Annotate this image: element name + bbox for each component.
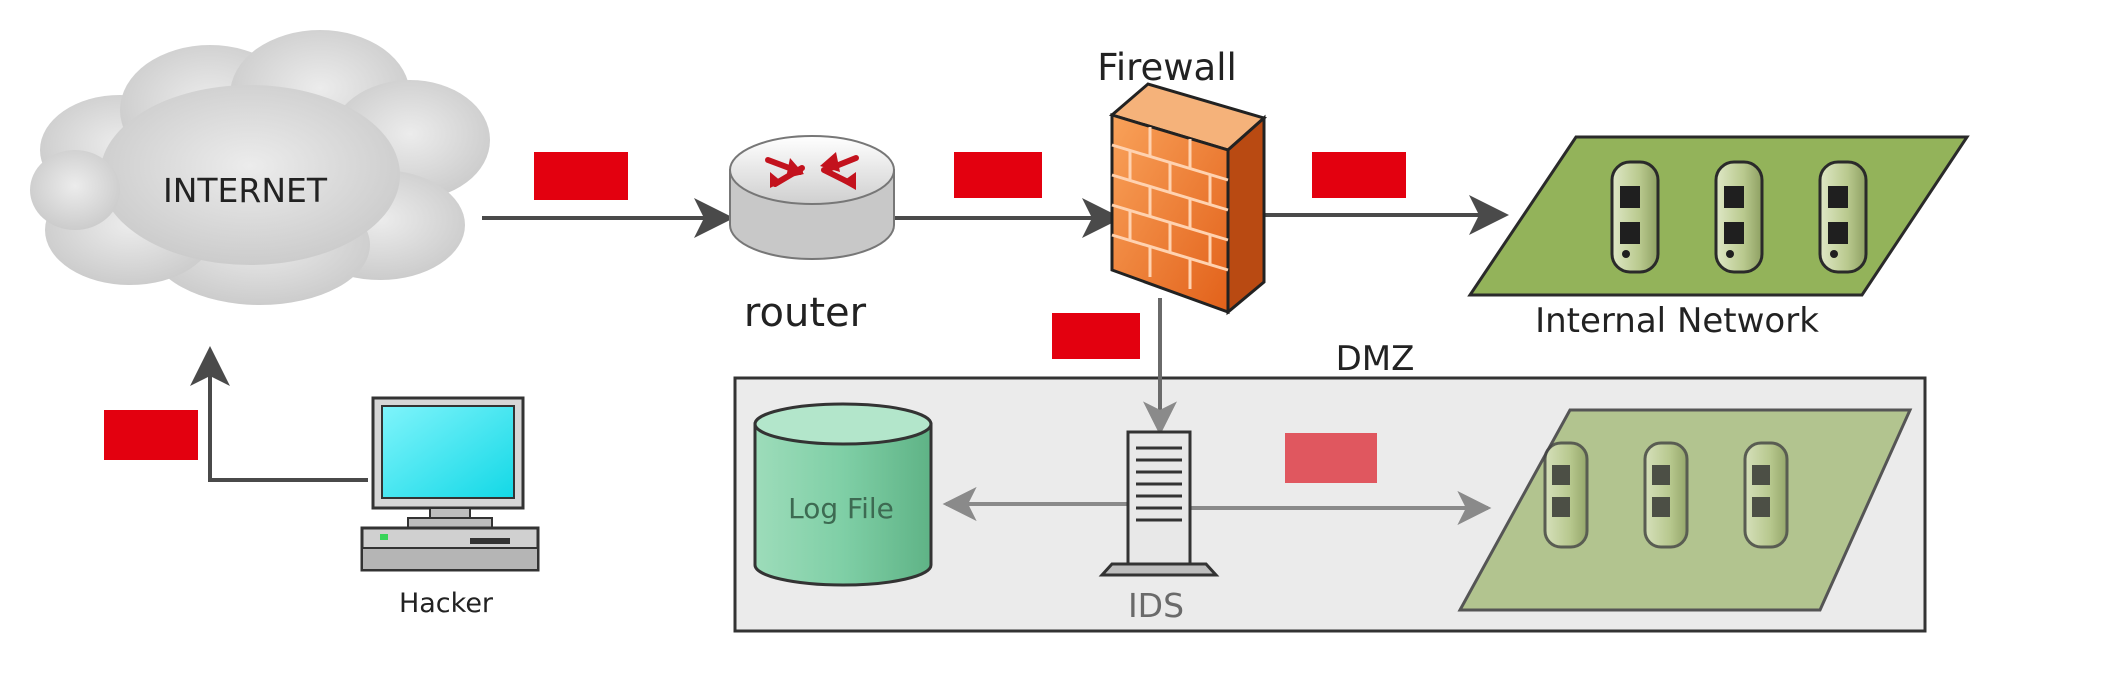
dmz-server-2-icon <box>1643 441 1689 549</box>
router-icon <box>729 135 895 260</box>
dmz-server-1-icon <box>1543 441 1589 549</box>
dmz-server-3-icon <box>1743 441 1789 549</box>
packet-hacker <box>104 410 198 460</box>
hacker-label: Hacker <box>399 588 494 619</box>
ids-label: IDS <box>1128 586 1184 625</box>
arrow-hacker-to-internet <box>190 346 368 482</box>
internet-cloud-icon <box>30 30 490 305</box>
log-file-label: Log File <box>788 492 894 525</box>
firewall-icon <box>1108 82 1268 316</box>
packet-dmz-faded <box>1285 433 1377 483</box>
internal-network-label: Internal Network <box>1535 301 1819 341</box>
dmz-label: DMZ <box>1336 339 1415 379</box>
packet-firewall-internal <box>1312 152 1406 198</box>
firewall-label: Firewall <box>1097 46 1237 89</box>
internal-server-2-icon <box>1714 160 1764 274</box>
log-file-database-icon <box>753 402 933 587</box>
internet-label: INTERNET <box>163 171 328 210</box>
internal-server-1-icon <box>1610 160 1660 274</box>
ids-server-icon <box>1098 430 1220 577</box>
internal-server-3-icon <box>1818 160 1868 274</box>
hacker-computer-icon <box>360 396 540 572</box>
packet-firewall-dmz <box>1052 313 1140 359</box>
packet-router-firewall <box>954 152 1042 198</box>
router-label: router <box>744 290 867 336</box>
packet-internet-router <box>534 152 628 200</box>
